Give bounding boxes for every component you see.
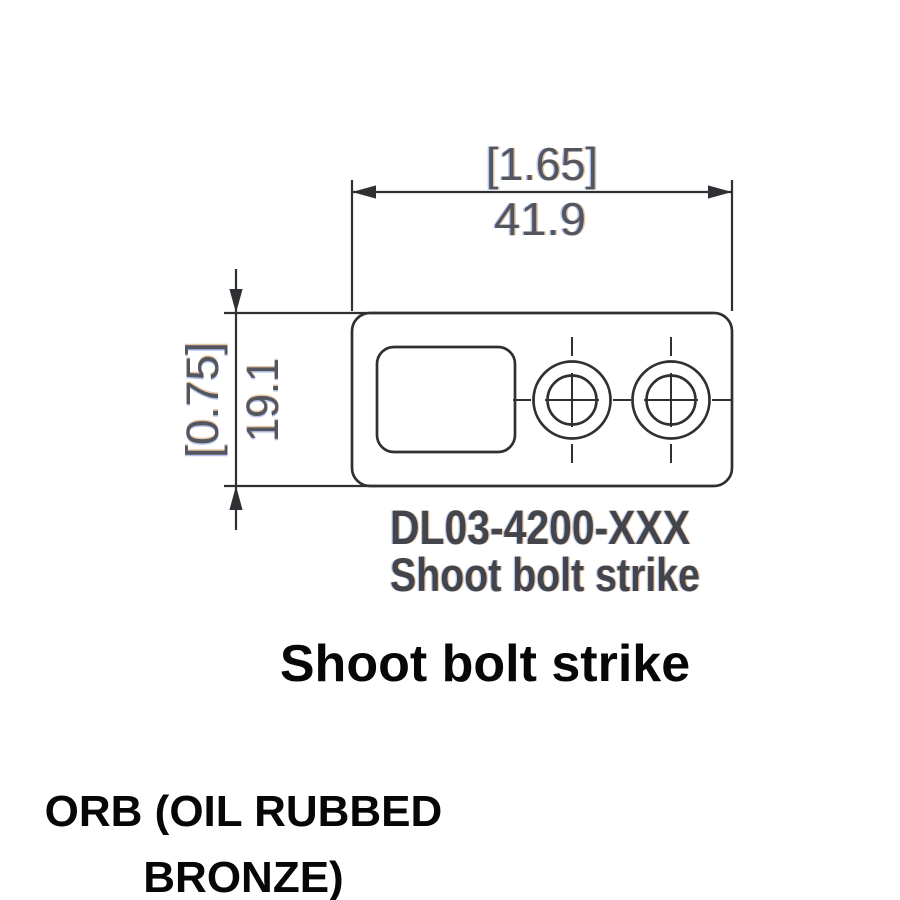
screw-hole-right: [631, 337, 711, 463]
screw-hole-left-countersink: [532, 360, 612, 440]
screw-hole-right-countersink: [631, 360, 711, 440]
part-number-label: DL03-4200-XXX: [390, 502, 690, 555]
finish-line-2: BRONZE): [143, 853, 344, 900]
arrowhead-right-icon: [708, 185, 732, 199]
strike-plate-outline: [350, 311, 734, 488]
screw-hole-left: [532, 337, 612, 463]
dimension-height: [0.75] 19.1: [177, 269, 376, 530]
bolt-opening: [375, 345, 517, 454]
arrowhead-bottom-icon: [229, 486, 243, 510]
dim-width-inches: [1.65]: [486, 138, 598, 190]
dim-width-mm: 41.9: [494, 193, 586, 245]
finish-line-1: ORB (OIL RUBBED: [44, 787, 443, 836]
dim-height-inches: [0.75]: [177, 342, 228, 458]
dim-height-mm: 19.1: [237, 358, 288, 442]
finish-label: ORB (OIL RUBBED BRONZE): [0, 779, 487, 900]
arrowhead-left-icon: [352, 185, 376, 199]
arrowhead-top-icon: [229, 289, 243, 313]
part-caption-label: Shoot bolt strike: [390, 548, 700, 601]
product-title: Shoot bolt strike: [279, 635, 691, 693]
dimension-width: [1.65] 41.9: [350, 138, 734, 311]
